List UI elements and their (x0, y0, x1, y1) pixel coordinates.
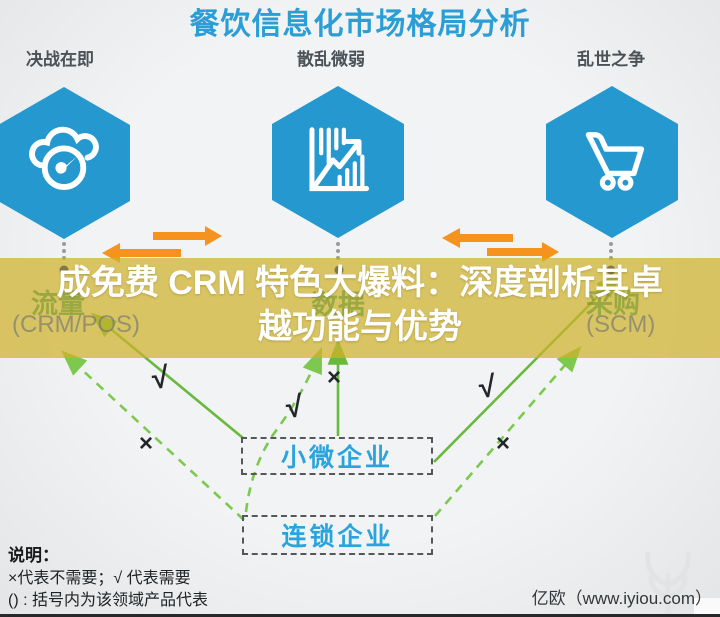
legend-line2: () : 括号内为该领域产品代表 (8, 591, 208, 609)
product-label-scm: (SCM) (586, 311, 656, 338)
hexagon-crm (0, 87, 130, 239)
watermark-box (694, 598, 720, 617)
hexagon-scm (546, 86, 678, 238)
check-mark: √ (284, 390, 305, 425)
cross-mark: × (496, 430, 511, 457)
domain-label-procurement: 采购 (586, 289, 640, 319)
column-header-center: 散乱微弱 (297, 50, 365, 69)
growth-chart-icon (296, 118, 380, 207)
domain-label-traffic: 流量 (31, 289, 85, 319)
check-mark: √ (150, 361, 171, 396)
overlay-banner (0, 258, 720, 358)
cloud-gauge-icon (22, 119, 106, 208)
legend-heading: 说明： (8, 546, 59, 565)
cross-mark: × (327, 364, 342, 391)
column-header-left: 决战在即 (26, 50, 94, 69)
check-mark: √ (477, 370, 498, 405)
cross-mark: × (139, 430, 154, 457)
domain-label-data: 数据 (311, 290, 365, 320)
overlay-headline-line2: 越功能与优势 (258, 307, 462, 346)
overlay-headline: 成免费 CRM 特色大爆料：深度剖析其卓 越功能与优势 (0, 262, 720, 349)
small-micro-enterprise-box: 小微企业 (241, 437, 433, 475)
legend: 说明： ×代表不需要；√ 代表需要 () : 括号内为该领域产品代表 (8, 545, 208, 611)
overlay-headline-line1: 成免费 CRM 特色大爆料：深度剖析其卓 (56, 264, 664, 302)
shopping-cart-icon (570, 118, 654, 207)
chain-enterprise-box: 连锁企业 (242, 515, 433, 555)
hexagon-data (272, 86, 404, 238)
legend-line1: ×代表不需要；√ 代表需要 (8, 570, 191, 588)
page-title: 餐饮信息化市场格局分析 (189, 8, 531, 41)
bottom-edge-bar (0, 614, 720, 617)
product-label-crm-pos: (CRM/POS) (12, 311, 140, 338)
column-header-right: 乱世之争 (577, 50, 645, 69)
source-credit: 亿欧（www.iyiou.com） (531, 589, 712, 608)
